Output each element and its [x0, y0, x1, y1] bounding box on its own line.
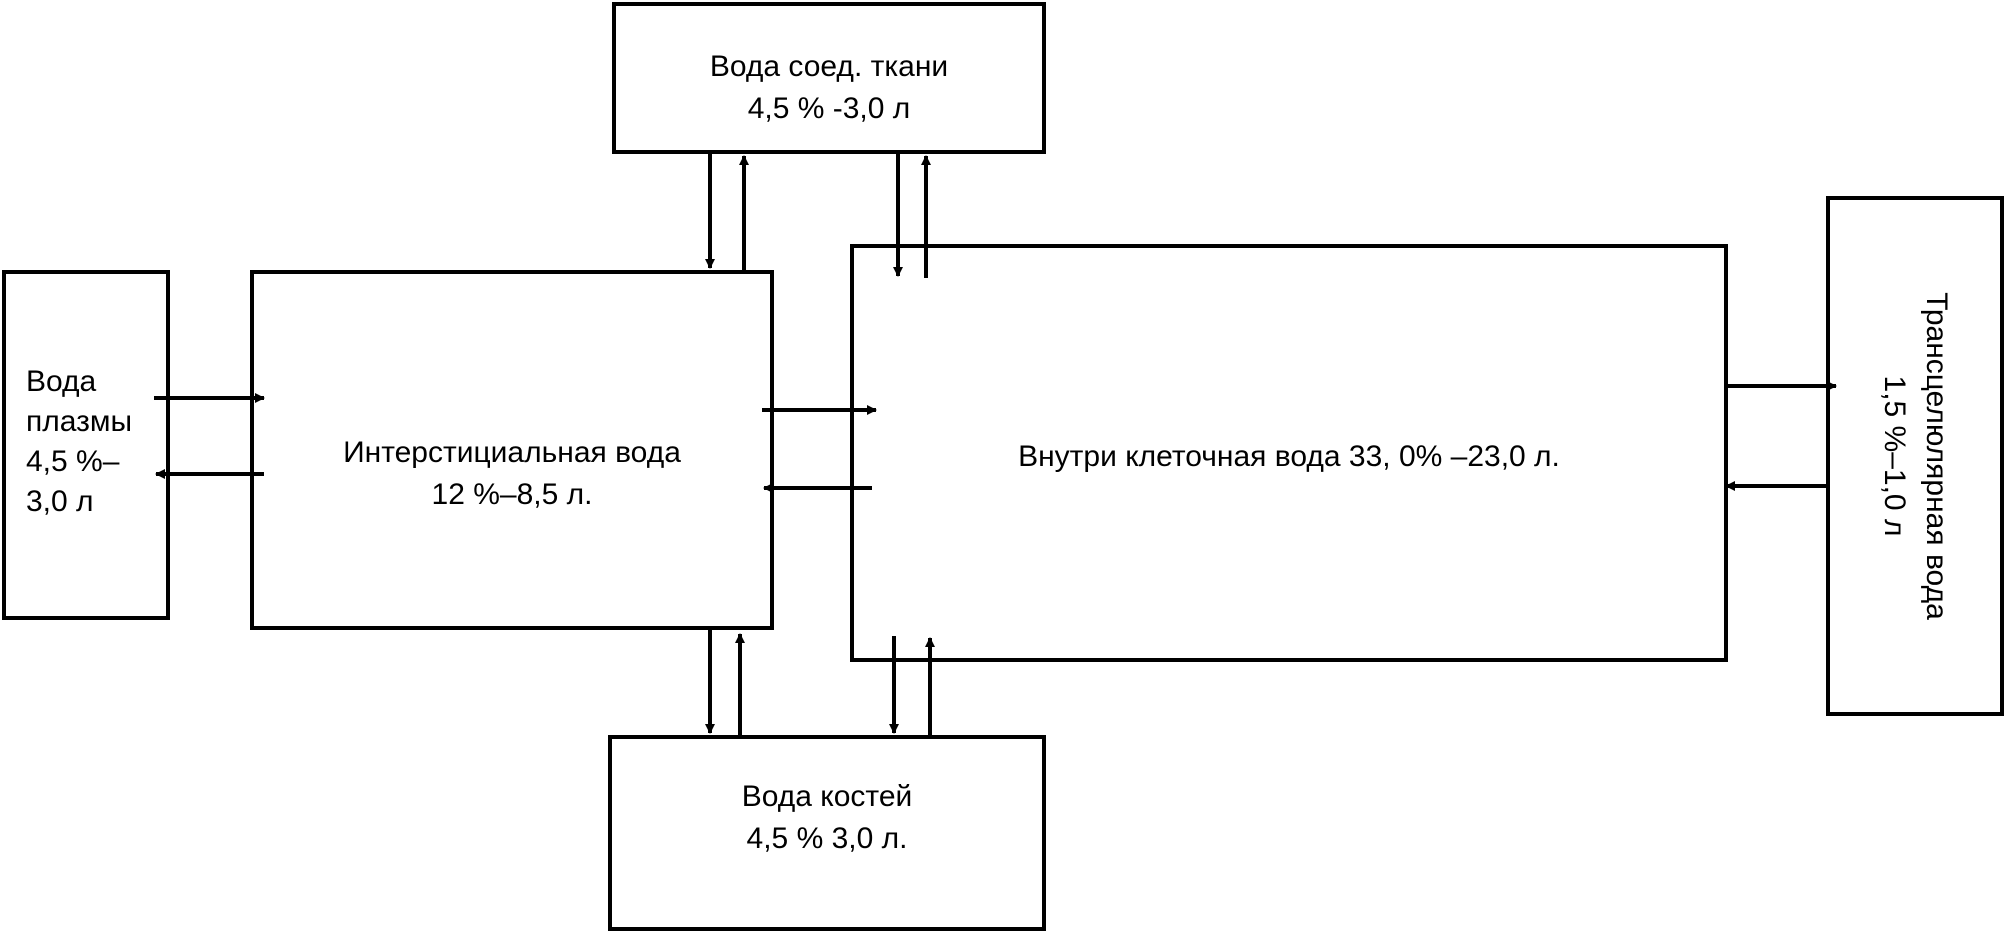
plasma-value-2: 3,0 л	[26, 485, 94, 518]
connective-tissue-label: Вода соед. ткани 4,5 % -3,0 л	[612, 46, 1046, 130]
transcellular-box	[1826, 196, 2004, 716]
interstitial-value: 12 %–8,5 л.	[431, 478, 593, 511]
transcellular-label: Трансцелюлярная вода 1,5 %–1,0 л	[1873, 196, 1957, 716]
interstitial-box	[250, 270, 774, 630]
interstitial-name: Интерстициальная вода	[343, 436, 681, 469]
plasma-box	[2, 270, 170, 620]
bone-value: 4,5 % 3,0 л.	[746, 822, 908, 855]
bone-box	[608, 735, 1046, 931]
bone-label: Вода костей 4,5 % 3,0 л.	[608, 776, 1046, 860]
intracellular-box	[850, 244, 1728, 662]
plasma-value-1: 4,5 %–	[26, 445, 120, 478]
connective-tissue-box	[612, 2, 1046, 154]
transcellular-name: Трансцелюлярная вода	[1920, 292, 1953, 620]
connective-tissue-value: 4,5 % -3,0 л	[747, 92, 911, 125]
interstitial-label: Интерстициальная вода 12 %–8,5 л.	[250, 432, 774, 516]
bone-name: Вода костей	[741, 780, 913, 813]
plasma-name-1: Вода	[26, 365, 97, 398]
plasma-name-2: плазмы	[26, 405, 133, 438]
intracellular-label: Внутри клеточная вода 33, 0% –23,0 л.	[850, 436, 1728, 478]
transcellular-value: 1,5 %–1,0 л	[1878, 375, 1911, 537]
intracellular-text: Внутри клеточная вода 33, 0% –23,0 л.	[1018, 440, 1560, 473]
plasma-label: Вода плазмы 4,5 %– 3,0 л	[26, 362, 176, 522]
connective-tissue-name: Вода соед. ткани	[709, 50, 949, 83]
